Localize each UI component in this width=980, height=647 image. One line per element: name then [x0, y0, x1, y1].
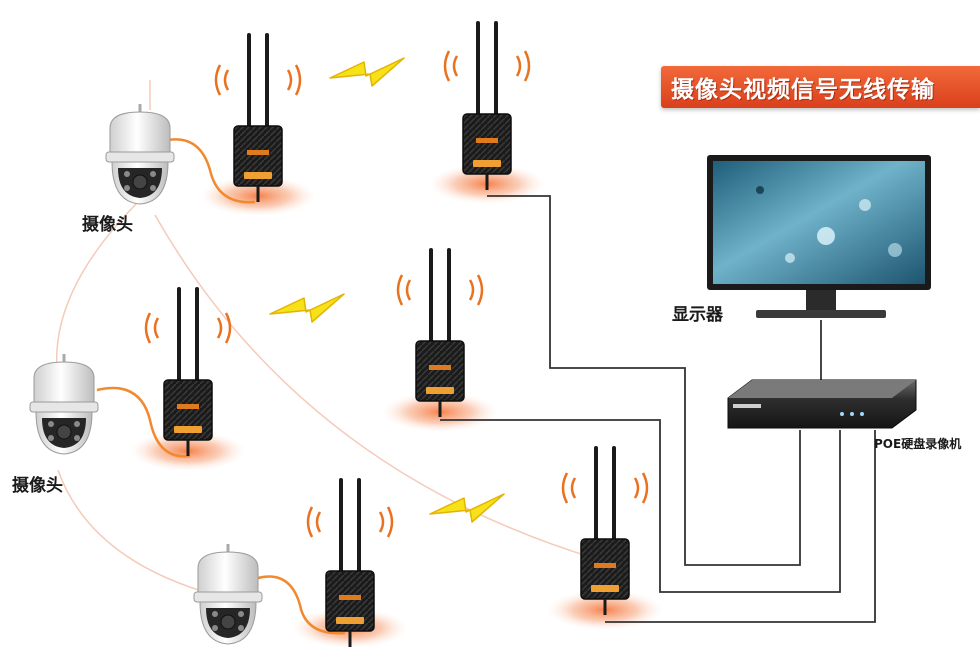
bridge-icon [162, 287, 214, 458]
monitor-label: 显示器 [672, 305, 723, 325]
nvr-label: POE硬盘录像机 [874, 437, 962, 451]
camera-cable [167, 138, 256, 204]
bridge-icon [414, 248, 466, 419]
page-title: 摄像头视频信号无线传输 [671, 77, 935, 103]
camera-icon [28, 352, 100, 456]
nvr-icon [727, 379, 917, 429]
signal-wave-icon [214, 63, 302, 97]
wire [605, 430, 876, 623]
bridge-icon [579, 446, 631, 617]
signal-wave-icon [396, 273, 484, 307]
monitor-icon [707, 155, 931, 318]
wire [487, 195, 801, 566]
camera-label-1: 摄像头 [82, 215, 133, 235]
nvr-wires [440, 195, 876, 623]
camera-label-2: 摄像头 [12, 476, 63, 496]
camera-cable [257, 575, 346, 635]
title-banner: 摄像头视频信号无线传输 [661, 66, 980, 108]
bridge-icon [324, 478, 376, 647]
camera-cables [96, 138, 346, 635]
wireless-bolt-icon [269, 293, 345, 323]
signal-wave-icon [443, 49, 531, 83]
signal-wave-icon [144, 311, 232, 345]
camera-icon [104, 102, 176, 206]
camera-cable [96, 386, 191, 458]
signal-wave-icon [561, 471, 649, 505]
wire [440, 419, 841, 593]
wireless-bolt-icon [329, 57, 405, 87]
camera-icon [192, 542, 264, 646]
signal-wave-icon [306, 505, 394, 539]
bridge-icon [461, 21, 513, 192]
bridge-icon [232, 33, 284, 204]
